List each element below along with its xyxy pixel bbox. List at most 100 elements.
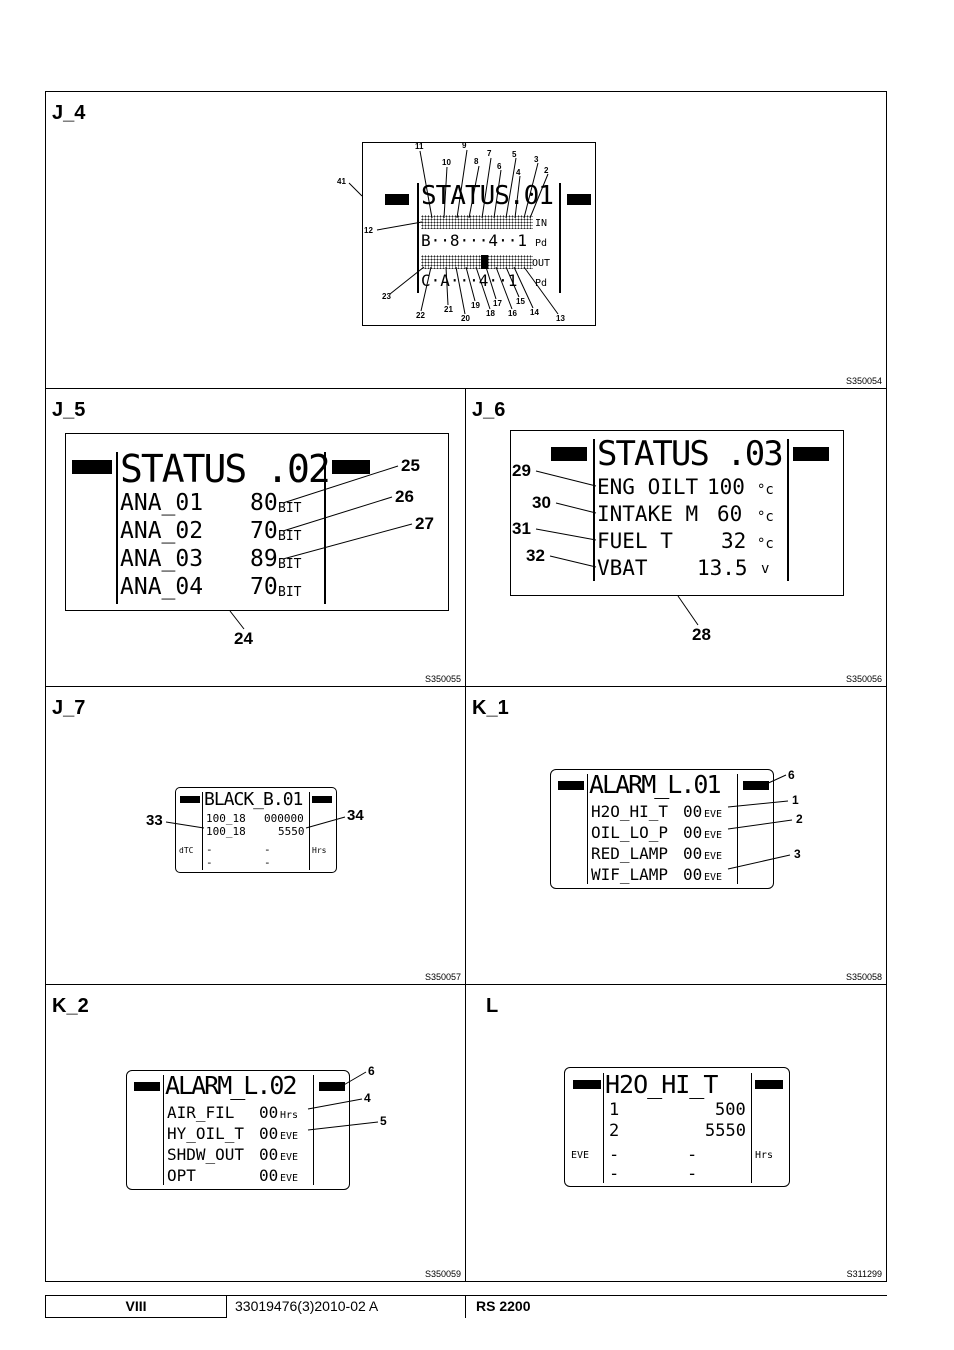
row3-col-b: - bbox=[687, 1145, 698, 1165]
row-unit: EVE bbox=[280, 1173, 299, 1184]
panel-title: L bbox=[486, 995, 499, 1017]
figure-ref: S350059 bbox=[424, 1269, 461, 1279]
footer-doc-number: 33019476(3)2010-02 A bbox=[235, 1298, 379, 1314]
panel-k1: K_1 S350058 ALARM_L.01 H2O_HI_T 00 EVE O… bbox=[465, 686, 887, 985]
screen-title: STATUS .03 bbox=[597, 434, 784, 474]
row-unit: v bbox=[761, 561, 770, 577]
row-unit: EVE bbox=[704, 872, 723, 883]
row-value: 89 bbox=[250, 546, 278, 572]
left-arrow-icon bbox=[332, 460, 370, 474]
screen-title: STATUS .02 bbox=[120, 447, 331, 491]
callout: 3 bbox=[534, 155, 539, 164]
row3-col-a: - bbox=[206, 843, 213, 856]
row-name: FUEL T bbox=[597, 529, 673, 553]
callout: 24 bbox=[234, 629, 253, 648]
row-value: 70 bbox=[250, 518, 278, 544]
row-unit: BIT bbox=[278, 529, 302, 544]
side-label-left: dTC bbox=[179, 846, 194, 855]
callout: 14 bbox=[530, 308, 539, 317]
row4-col-a: - bbox=[609, 1164, 620, 1184]
row-name: OIL_LO_P bbox=[591, 823, 669, 842]
row1-col-a: 100_18 bbox=[206, 812, 246, 825]
row3-col-a: - bbox=[609, 1145, 620, 1165]
lcd-display: STATUS.01 IN B··8···4··1 Pd OUT C·A···4·… bbox=[362, 142, 596, 326]
callout: 25 bbox=[401, 456, 420, 475]
callout: 16 bbox=[508, 309, 517, 318]
right-arrow-icon bbox=[134, 1082, 160, 1091]
row4-col-a: - bbox=[206, 856, 213, 869]
row-value: 00 bbox=[259, 1166, 279, 1185]
row-value: 00 bbox=[683, 844, 703, 863]
panel-title: J_4 bbox=[52, 102, 86, 124]
panel-title: J_6 bbox=[472, 399, 506, 421]
row-name: VBAT bbox=[597, 556, 648, 580]
row2-col-b: 5550 bbox=[705, 1121, 746, 1141]
callout: 30 bbox=[532, 493, 551, 512]
callout: 28 bbox=[692, 625, 711, 644]
row-unit: °c bbox=[757, 536, 774, 552]
screen-title: ALARM_L.02 bbox=[165, 1071, 298, 1100]
footer-model: RS 2200 bbox=[476, 1298, 531, 1314]
row-value: 00 bbox=[259, 1103, 279, 1122]
left-arrow-icon bbox=[793, 447, 829, 461]
row-unit: EVE bbox=[280, 1152, 299, 1163]
row-name: WIF_LAMP bbox=[591, 865, 669, 884]
callout: 12 bbox=[364, 226, 373, 235]
callout: 19 bbox=[471, 301, 480, 310]
panel-l: L S311299 H2O_HI_T 1 500 2 5550 EVE - - … bbox=[465, 984, 887, 1282]
row-unit: EVE bbox=[704, 830, 723, 841]
row-name: AIR_FIL bbox=[167, 1103, 235, 1122]
right-arrow-icon bbox=[551, 447, 587, 461]
callout: 6 bbox=[368, 1064, 375, 1078]
row-name: RED_LAMP bbox=[591, 844, 669, 863]
screen-title: BLACK_B.01 bbox=[204, 789, 303, 810]
row-value: 60 bbox=[717, 502, 743, 526]
callout: 3 bbox=[794, 847, 801, 861]
row-unit: BIT bbox=[278, 557, 302, 572]
figure-ref: S350057 bbox=[424, 972, 461, 982]
row-unit: EVE bbox=[704, 809, 723, 820]
row-value: 00 bbox=[683, 802, 703, 821]
row-unit: °c bbox=[757, 482, 774, 498]
lcd-display: ALARM_L.02 AIR_FIL 00 Hrs HY_OIL_T 00 EV… bbox=[126, 1070, 350, 1190]
callout: 26 bbox=[395, 487, 414, 506]
lcd-display: BLACK_B.01 100_18 000000 100_18 5550 dTC… bbox=[175, 787, 337, 873]
left-arrow-icon bbox=[567, 194, 591, 205]
callout: 29 bbox=[512, 461, 531, 480]
side-label-right: Hrs bbox=[755, 1150, 774, 1161]
screen-title: H2O_HI_T bbox=[605, 1070, 718, 1099]
row-unit: BIT bbox=[278, 585, 302, 600]
callout: 7 bbox=[487, 149, 492, 158]
side-label-right: Hrs bbox=[312, 846, 327, 855]
callout: 11 bbox=[415, 142, 424, 151]
input-bits bbox=[421, 215, 533, 229]
row1-col-b: 500 bbox=[715, 1100, 746, 1120]
row-value: 13.5 bbox=[697, 556, 748, 580]
right-arrow-icon bbox=[558, 781, 584, 790]
callout: 2 bbox=[796, 812, 803, 826]
callout: 5 bbox=[512, 150, 517, 159]
panel-title: K_1 bbox=[472, 697, 509, 719]
callout: 17 bbox=[493, 299, 502, 308]
side-label-out: OUT bbox=[532, 258, 551, 269]
row-unit: BIT bbox=[278, 501, 302, 516]
row-name: ANA_04 bbox=[120, 574, 204, 600]
side-label-p1: Pd bbox=[535, 238, 548, 249]
left-arrow-icon bbox=[319, 1082, 345, 1091]
callout: 6 bbox=[788, 768, 795, 782]
figure-ref: S350054 bbox=[845, 376, 882, 386]
right-arrow-icon bbox=[573, 1080, 601, 1089]
lcd-display: H2O_HI_T 1 500 2 5550 EVE - - Hrs - - bbox=[564, 1067, 790, 1187]
side-label-left: EVE bbox=[571, 1150, 590, 1161]
left-arrow-icon bbox=[755, 1080, 783, 1089]
row-value: 32 bbox=[721, 529, 747, 553]
panel-j7: J_7 S350057 BLACK_B.01 100_18 000000 100… bbox=[45, 686, 466, 985]
figure-ref: S350055 bbox=[424, 674, 461, 684]
row-name: INTAKE M bbox=[597, 502, 699, 526]
right-arrow-icon bbox=[72, 460, 112, 474]
callout: 31 bbox=[512, 519, 531, 538]
callout: 41 bbox=[337, 177, 346, 186]
callout: 22 bbox=[416, 311, 425, 320]
row4-col-b: - bbox=[687, 1164, 698, 1184]
